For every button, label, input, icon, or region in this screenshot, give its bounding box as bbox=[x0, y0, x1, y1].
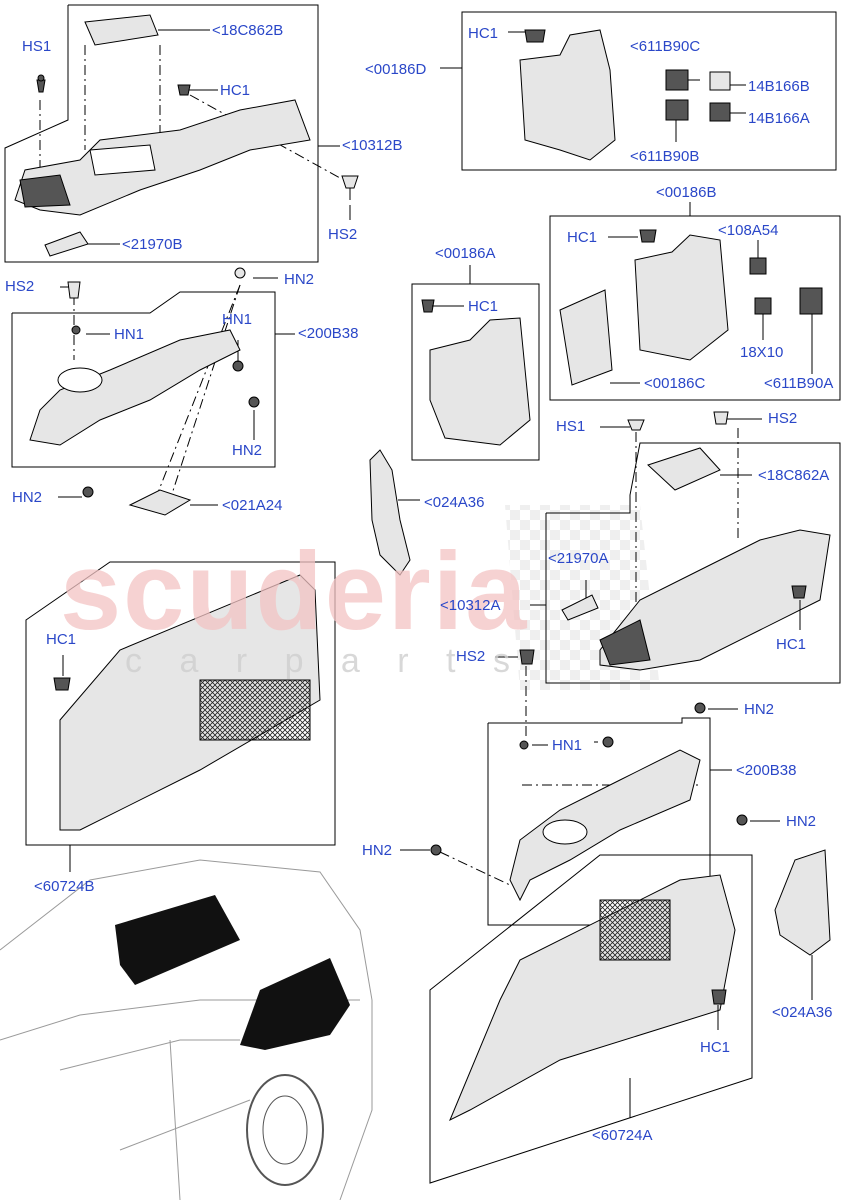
label-60724a[interactable]: <60724A bbox=[592, 1127, 653, 1144]
label-hn2[interactable]: HN2 bbox=[284, 271, 315, 288]
label-hs2[interactable]: HS2 bbox=[768, 410, 798, 427]
label-hs1[interactable]: HS1 bbox=[22, 38, 52, 55]
group-mid-right bbox=[549, 202, 841, 401]
label-hn1[interactable]: HN1 bbox=[114, 326, 145, 343]
label-108a54[interactable]: <108A54 bbox=[718, 222, 779, 239]
label-00186b[interactable]: <00186B bbox=[656, 184, 717, 201]
label-611b90b[interactable]: <611B90B bbox=[630, 148, 700, 165]
label-18x10[interactable]: 18X10 bbox=[740, 344, 784, 361]
label-hn2[interactable]: HN2 bbox=[744, 701, 775, 718]
label-611b90c[interactable]: <611B90C bbox=[630, 38, 701, 55]
group-bottom-center bbox=[400, 649, 780, 926]
label-00186a[interactable]: <00186A bbox=[435, 245, 496, 262]
label-10312b[interactable]: <10312B bbox=[342, 137, 403, 154]
label-60724b[interactable]: <60724B bbox=[34, 878, 95, 895]
label-14b166b[interactable]: 14B166B bbox=[748, 78, 810, 95]
frame-10312b bbox=[4, 4, 319, 263]
label-021a24[interactable]: <021A24 bbox=[222, 497, 283, 514]
label-200b38[interactable]: <200B38 bbox=[736, 762, 797, 779]
label-hc1[interactable]: HC1 bbox=[468, 25, 499, 42]
label-00186d[interactable]: <00186D bbox=[365, 61, 427, 78]
label-21970b[interactable]: <21970B bbox=[122, 236, 183, 253]
label-611b90a[interactable]: <611B90A bbox=[764, 375, 834, 392]
label-hn2[interactable]: HN2 bbox=[232, 442, 263, 459]
label-hs2[interactable]: HS2 bbox=[456, 648, 486, 665]
label-00186c[interactable]: <00186C bbox=[644, 375, 706, 392]
label-hc1[interactable]: HC1 bbox=[468, 298, 499, 315]
label-hc1[interactable]: HC1 bbox=[700, 1039, 731, 1056]
label-hn1[interactable]: HN1 bbox=[552, 737, 583, 754]
label-hs2[interactable]: HS2 bbox=[328, 226, 358, 243]
label-hc1[interactable]: HC1 bbox=[220, 82, 251, 99]
label-14b166a[interactable]: 14B166A bbox=[748, 110, 810, 127]
group-lower-right bbox=[530, 411, 841, 684]
label-200b38[interactable]: <200B38 bbox=[298, 325, 359, 342]
label-hs1[interactable]: HS1 bbox=[556, 418, 586, 435]
label-hn2[interactable]: HN2 bbox=[362, 842, 393, 859]
group-top-right bbox=[440, 11, 837, 171]
label-10312a[interactable]: <10312A bbox=[440, 597, 501, 614]
group-mid-center bbox=[369, 265, 540, 576]
label-hc1[interactable]: HC1 bbox=[567, 229, 598, 246]
label-hn2[interactable]: HN2 bbox=[786, 813, 817, 830]
group-mid-left bbox=[11, 267, 295, 516]
label-18c862b[interactable]: <18C862B bbox=[212, 22, 284, 39]
vehicle-trim-highlight bbox=[115, 895, 350, 1050]
label-hn1[interactable]: HN1 bbox=[222, 311, 253, 328]
label-024a36[interactable]: <024A36 bbox=[772, 1004, 833, 1021]
group-top-left bbox=[4, 4, 359, 263]
group-lower-left bbox=[25, 561, 336, 872]
label-hc1[interactable]: HC1 bbox=[776, 636, 807, 653]
label-18c862a[interactable]: <18C862A bbox=[758, 467, 830, 484]
label-hs2[interactable]: HS2 bbox=[5, 278, 35, 295]
group-bottom-right bbox=[429, 849, 831, 1184]
label-024a36[interactable]: <024A36 bbox=[424, 494, 485, 511]
label-21970a[interactable]: <21970A bbox=[548, 550, 609, 567]
label-hn2[interactable]: HN2 bbox=[12, 489, 43, 506]
label-hc1[interactable]: HC1 bbox=[46, 631, 77, 648]
